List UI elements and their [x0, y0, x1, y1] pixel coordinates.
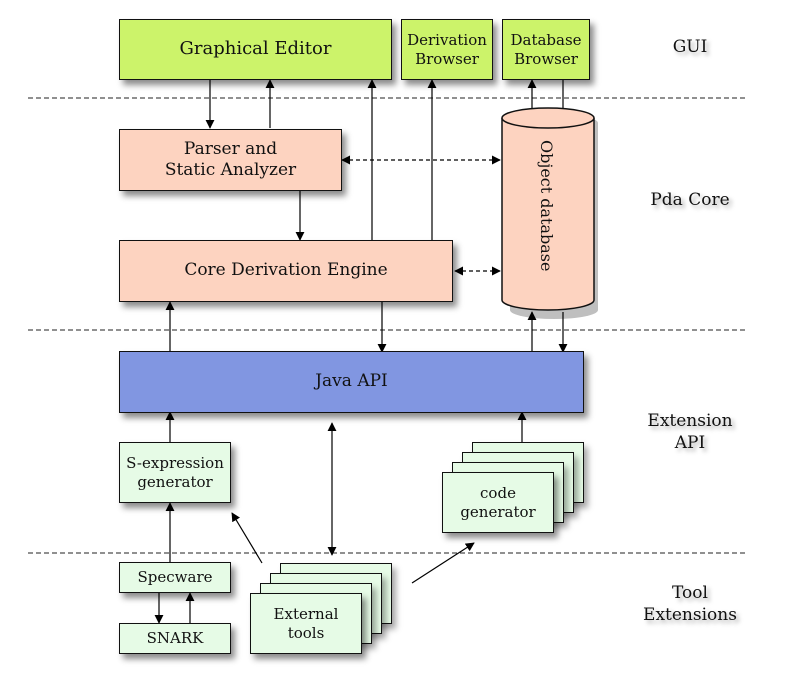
specware-box[interactable]: Specware — [119, 562, 231, 593]
layer-label-gui: GUI — [672, 37, 708, 57]
object-database-cylinder — [501, 107, 598, 319]
specware-label: Specware — [137, 568, 213, 587]
database-browser-box[interactable]: Database Browser — [502, 19, 590, 80]
layer-label-line: Tool — [672, 583, 708, 603]
sexpr-generator-label: generator — [137, 472, 213, 491]
java-api-label: Java API — [315, 371, 388, 392]
database-browser-label: Database — [510, 30, 582, 49]
parser-box[interactable]: Parser and Static Analyzer — [119, 129, 342, 191]
external-tools-label: External — [273, 604, 339, 623]
arrow — [411, 542, 475, 584]
external-tools-box[interactable]: External tools — [250, 593, 362, 654]
layer-label-tool-extensions: Tool Extensions — [620, 582, 760, 626]
layer-label-extension-api: Extension API — [630, 410, 750, 454]
core-derivation-engine-label: Core Derivation Engine — [184, 260, 388, 281]
sexpr-generator-label: S-expression — [126, 453, 224, 472]
derivation-browser-box[interactable]: Derivation Browser — [401, 19, 493, 80]
derivation-browser-label: Derivation — [407, 30, 487, 49]
graphical-editor-box[interactable]: Graphical Editor — [119, 19, 392, 80]
layer-label-line: Extension — [647, 411, 733, 431]
snark-box[interactable]: SNARK — [119, 623, 231, 654]
code-generator-box[interactable]: code generator — [442, 472, 554, 533]
derivation-browser-label: Browser — [415, 49, 479, 68]
layer-label-line: API — [674, 433, 706, 454]
core-derivation-engine-box[interactable]: Core Derivation Engine — [119, 240, 453, 302]
code-generator-label: generator — [460, 502, 536, 521]
arrow — [231, 512, 263, 564]
java-api-box[interactable]: Java API — [119, 351, 584, 413]
layer-label-core: Pda Core — [650, 190, 730, 210]
code-generator-label: code — [480, 483, 516, 502]
object-database-label: Object database — [537, 140, 556, 272]
external-tools-label: tools — [287, 623, 325, 642]
database-browser-label: Browser — [514, 49, 578, 68]
parser-label: Static Analyzer — [164, 160, 297, 180]
layer-label-line: Extensions — [643, 605, 737, 626]
sexpr-generator-box[interactable]: S-expression generator — [119, 442, 231, 503]
graphical-editor-label: Graphical Editor — [179, 38, 332, 60]
snark-label: SNARK — [146, 629, 204, 648]
parser-label: Parser and — [183, 138, 278, 159]
